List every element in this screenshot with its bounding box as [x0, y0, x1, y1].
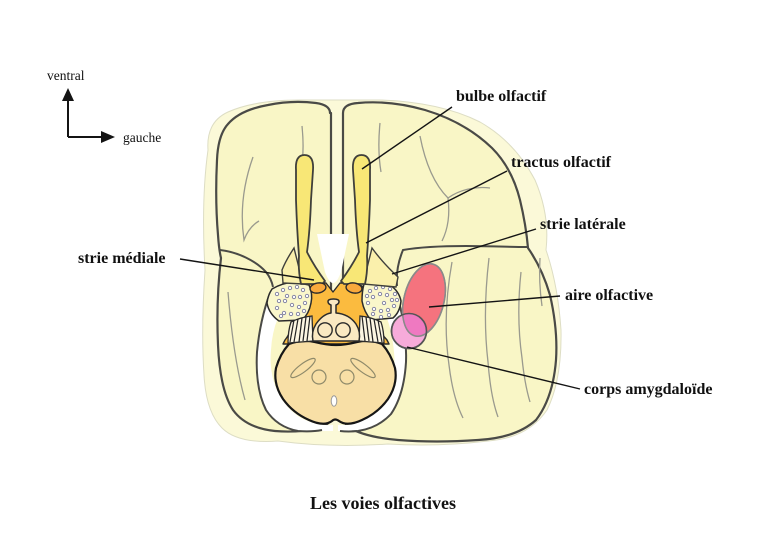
label-bulbe-olfactif: bulbe olfactif: [456, 88, 547, 105]
corps-amygdaloide-outline: [390, 312, 428, 350]
cerebral-aqueduct: [330, 395, 338, 407]
perforation-dots: [274, 284, 400, 320]
leader-lines: [179, 106, 581, 390]
left-orange-eminence: [309, 282, 327, 294]
left-olfactory-bulb-tract: [295, 154, 326, 285]
right-mammillary-body: [335, 322, 351, 338]
figure-title: Les voies olfactives: [310, 493, 456, 513]
midbrain: [274, 339, 397, 425]
label-strie-mediale: strie médiale: [78, 250, 166, 267]
label-tractus-olfactif: tractus olfactif: [511, 154, 612, 171]
left-crescent: [256, 293, 333, 431]
leader-corps-amygdaloide: [406, 346, 581, 390]
leader-strie-laterale: [391, 228, 537, 275]
compass-up-label: ventral: [47, 68, 85, 83]
label-corps-amygdaloide: corps amygdaloïde: [584, 381, 712, 398]
compass-up-arrowhead: [62, 88, 74, 101]
compass-right-arrowhead: [101, 131, 115, 143]
crus-hatch-lines: [289, 315, 383, 343]
right-lateral-fissure: [395, 244, 528, 287]
leader-aire-olfactive: [428, 295, 561, 308]
left-temporal-inner-edge: [255, 292, 323, 433]
right-orange-eminence: [345, 282, 363, 294]
leader-tractus-olfactif: [365, 170, 508, 244]
label-strie-laterale: strie latérale: [540, 216, 626, 233]
fissure-v: [317, 234, 349, 283]
midbrain-features: [290, 357, 376, 385]
label-aire-olfactive: aire olfactive: [565, 287, 653, 304]
right-tract-wing: [362, 246, 399, 288]
right-olfactory-bulb-tract: [340, 154, 371, 285]
leader-strie-mediale: [179, 258, 315, 281]
left-tract-wing: [281, 246, 304, 285]
compass-right-label: gauche: [123, 130, 161, 145]
left-mammillary-body: [317, 322, 333, 338]
compass: ventral gauche: [47, 68, 161, 145]
aire-olfactive-outline: [401, 263, 447, 337]
leader-bulbe-olfactif: [361, 106, 453, 170]
sulci: [227, 122, 543, 419]
